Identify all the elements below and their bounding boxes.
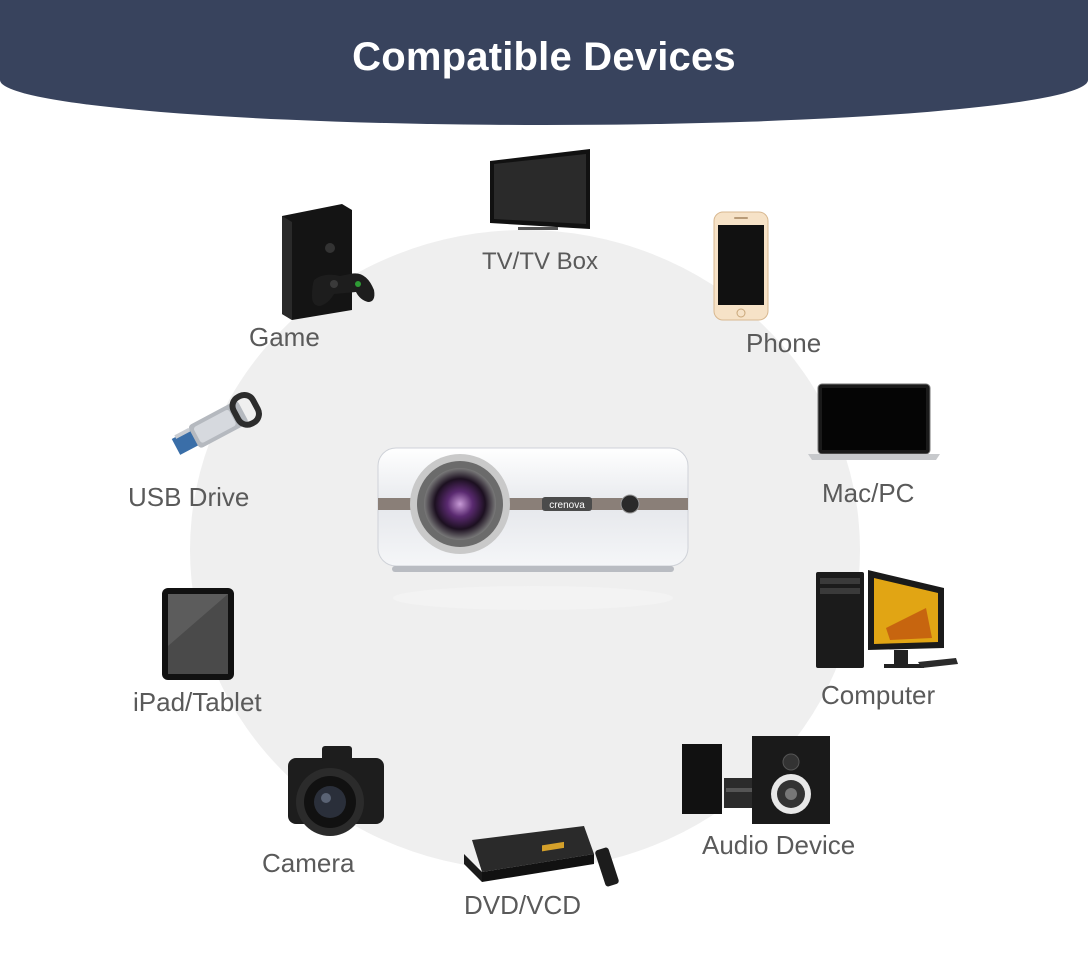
device-label-phone: Phone [746,328,822,358]
tv-icon [490,149,590,230]
dvd-player-icon [464,826,619,887]
laptop-icon [808,383,940,460]
phone-icon [713,211,769,321]
device-label-game: Game [249,322,320,352]
device-label-audio: Audio Device [702,830,856,860]
projector-icon: crenova [372,440,694,615]
device-label-macpc: Mac/PC [822,478,915,508]
header-banner: Compatible Devices [0,0,1088,125]
device-label-camera: Camera [262,848,355,878]
projector-brand: crenova [549,500,585,511]
game-console-icon [282,204,375,320]
speaker-icon [682,736,830,824]
tablet-icon [162,588,234,680]
device-label-tablet: iPad/Tablet [133,687,262,717]
usb-drive-icon [171,391,262,455]
page-title: Compatible Devices [352,35,736,79]
device-label-tv: TV/TV Box [482,248,599,275]
device-label-computer: Computer [821,680,936,710]
camera-icon [288,746,384,836]
desktop-computer-icon [816,570,958,668]
device-label-usb: USB Drive [128,482,250,512]
device-label-dvd: DVD/VCD [464,890,582,920]
